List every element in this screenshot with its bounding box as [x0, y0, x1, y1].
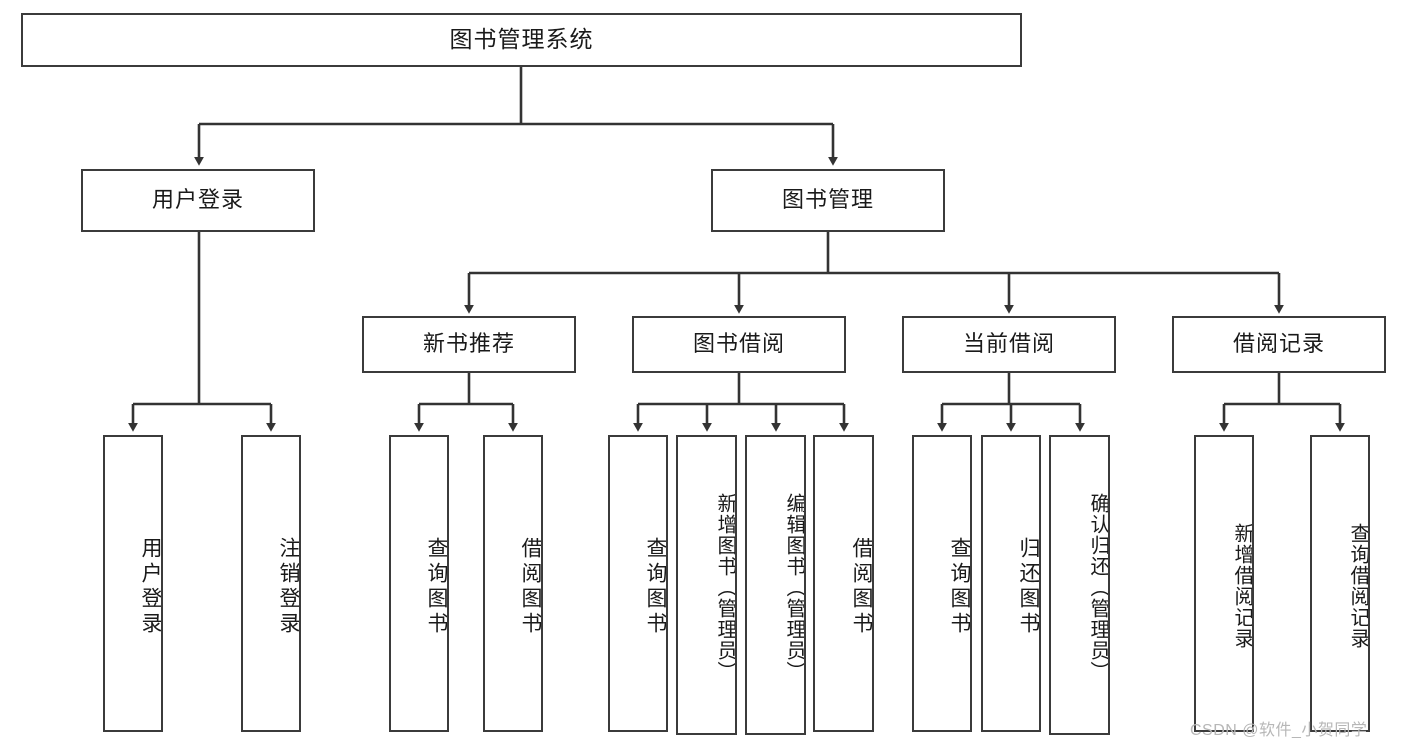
leaf-query-book-current[interactable]: 查询图书 [912, 435, 972, 732]
node-current-borrow[interactable]: 当前借阅 [902, 316, 1116, 373]
watermark-text: CSDN @软件_小贺同学 [1190, 722, 1368, 739]
node-book-borrow[interactable]: 图书借阅 [632, 316, 846, 373]
leaf-borrow-book-recommend[interactable]: 借阅图书 [483, 435, 543, 732]
leaf-add-borrow-record[interactable]: 新增借阅记录 [1194, 435, 1254, 732]
node-book-management[interactable]: 图书管理 [711, 169, 945, 232]
leaf-borrow-book[interactable]: 借阅图书 [813, 435, 874, 732]
node-root[interactable]: 图书管理系统 [21, 13, 1022, 67]
leaf-query-book-recommend[interactable]: 查询图书 [389, 435, 449, 732]
leaf-user-logout[interactable]: 注销登录 [241, 435, 301, 732]
node-user-login[interactable]: 用户登录 [81, 169, 315, 232]
leaf-confirm-return-admin[interactable]: 确认归还（管理员） [1049, 435, 1110, 735]
leaf-query-book-borrow[interactable]: 查询图书 [608, 435, 668, 732]
leaf-add-book-admin[interactable]: 新增图书（管理员） [676, 435, 737, 735]
node-borrow-record[interactable]: 借阅记录 [1172, 316, 1386, 373]
node-new-book-recommend[interactable]: 新书推荐 [362, 316, 576, 373]
leaf-edit-book-admin[interactable]: 编辑图书（管理员） [745, 435, 806, 735]
leaf-user-login[interactable]: 用户登录 [103, 435, 163, 732]
leaf-return-book[interactable]: 归还图书 [981, 435, 1041, 732]
leaf-query-borrow-record[interactable]: 查询借阅记录 [1310, 435, 1370, 732]
